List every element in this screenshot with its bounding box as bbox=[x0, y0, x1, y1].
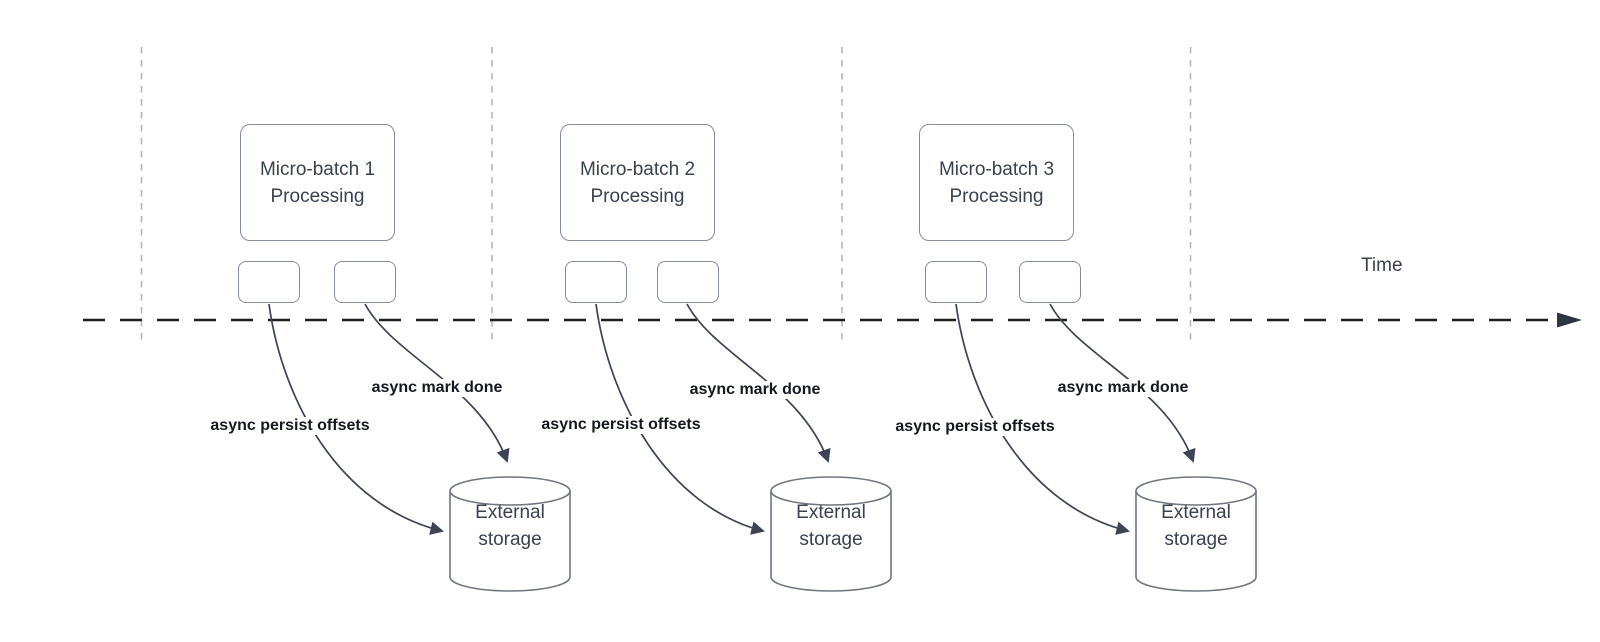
box-title-line2: Processing bbox=[590, 185, 685, 207]
box-title-line2: Processing bbox=[949, 185, 1044, 207]
box-title-line1: Micro-batch 3 bbox=[938, 158, 1055, 180]
persist-offsets-arrow bbox=[268, 303, 444, 535]
mark-done-arrow bbox=[364, 303, 510, 463]
mark-task-box bbox=[657, 261, 719, 303]
storage-label: External storage bbox=[771, 499, 891, 553]
box-title-line1: Micro-batch 2 bbox=[579, 158, 696, 180]
storage-label-line2: storage bbox=[478, 529, 542, 550]
external-storage-cylinder bbox=[770, 476, 892, 592]
mark-done-label: async mark done bbox=[368, 379, 506, 397]
persist-task-box bbox=[238, 261, 300, 303]
persist-offsets-arrow bbox=[595, 303, 765, 535]
box-title-line1: Micro-batch 1 bbox=[259, 158, 376, 180]
storage-label-line2: storage bbox=[799, 529, 863, 550]
persist-offsets-arrow bbox=[955, 303, 1130, 535]
storage-label-line2: storage bbox=[1164, 529, 1228, 550]
persist-offsets-label: async persist offsets bbox=[892, 418, 1058, 436]
persist-offsets-label: async persist offsets bbox=[538, 416, 704, 434]
persist-task-box bbox=[925, 261, 987, 303]
external-storage-cylinder bbox=[1135, 476, 1257, 592]
timeline-arrowhead-icon bbox=[1557, 312, 1582, 328]
micro-batch-2-box: Micro-batch 2 Processing bbox=[560, 124, 715, 241]
mark-task-box bbox=[334, 261, 396, 303]
mark-task-box bbox=[1019, 261, 1081, 303]
storage-label-line1: External bbox=[475, 502, 545, 523]
persist-offsets-label: async persist offsets bbox=[207, 417, 373, 435]
micro-batch-3-box: Micro-batch 3 Processing bbox=[919, 124, 1074, 241]
mark-done-label: async mark done bbox=[686, 381, 824, 399]
storage-label: External storage bbox=[450, 499, 570, 553]
persist-task-box bbox=[565, 261, 627, 303]
micro-batch-1-box: Micro-batch 1 Processing bbox=[240, 124, 395, 241]
storage-label-line1: External bbox=[1161, 502, 1231, 523]
storage-label-line1: External bbox=[796, 502, 866, 523]
mark-done-arrow bbox=[1049, 303, 1196, 463]
storage-label: External storage bbox=[1136, 499, 1256, 553]
mark-done-label: async mark done bbox=[1054, 379, 1192, 397]
box-title-line2: Processing bbox=[270, 185, 365, 207]
time-label: Time bbox=[1361, 255, 1403, 276]
mark-done-arrow bbox=[686, 303, 831, 463]
external-storage-cylinder bbox=[449, 476, 571, 592]
